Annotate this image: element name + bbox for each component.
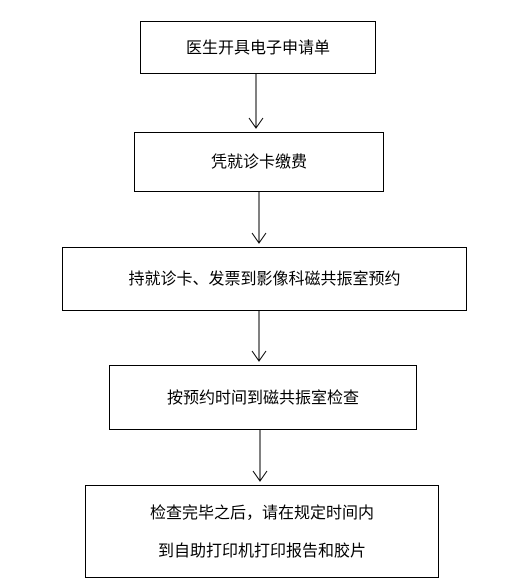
step-4-box: 按预约时间到磁共振室检查 xyxy=(109,365,417,430)
step-1-text: 医生开具电子申请单 xyxy=(185,37,330,57)
arrowhead-4 xyxy=(252,470,268,482)
arrowhead-3 xyxy=(251,350,267,362)
step-5-text-line1: 检查完毕之后，请在规定时间内 xyxy=(149,503,374,523)
step-3-box: 持就诊卡、发票到影像科磁共振室预约 xyxy=(62,247,467,311)
step-1-box: 医生开具电子申请单 xyxy=(140,21,376,74)
step-4-text: 按预约时间到磁共振室检查 xyxy=(166,387,359,407)
step-2-text: 凭就诊卡缴费 xyxy=(210,152,307,172)
step-2-box: 凭就诊卡缴费 xyxy=(134,132,384,192)
arrowhead-2 xyxy=(251,232,267,244)
step-3-text: 持就诊卡、发票到影像科磁共振室预约 xyxy=(128,269,401,289)
step-5-text-line2: 到自助打印机打印报告和胶片 xyxy=(157,540,366,560)
step-5-box: 检查完毕之后，请在规定时间内 到自助打印机打印报告和胶片 xyxy=(85,485,439,578)
arrowhead-1 xyxy=(248,117,264,129)
